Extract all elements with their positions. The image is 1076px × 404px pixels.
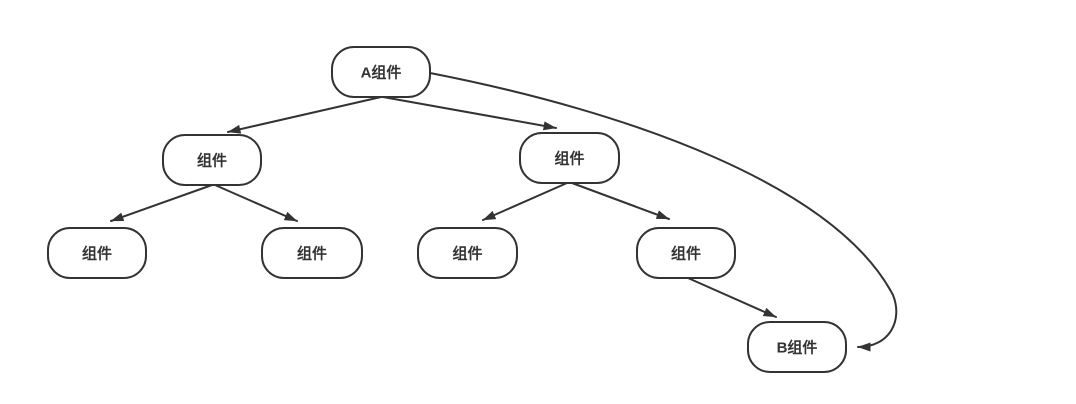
node-label: 组件 — [452, 245, 482, 263]
edge-right-to-child-1 — [482, 182, 568, 221]
edge-a-to-b-curve — [429, 72, 898, 352]
nodes-layer: A组件组件组件组件组件组件组件B组件 — [47, 46, 847, 373]
node-component-right-child-1[interactable]: 组件 — [417, 227, 518, 279]
node-box[interactable] — [261, 227, 363, 279]
node-box[interactable] — [747, 321, 847, 373]
node-box[interactable] — [636, 227, 736, 279]
node-label: 组件 — [297, 245, 327, 263]
node-component-right-child-2[interactable]: 组件 — [636, 227, 736, 279]
edge-left-to-child-2 — [214, 184, 298, 222]
edge-right-child-2-to-b — [687, 277, 777, 318]
node-label: 组件 — [82, 245, 112, 263]
node-label: 组件 — [197, 152, 227, 170]
node-box[interactable] — [519, 132, 620, 184]
node-box[interactable] — [417, 227, 518, 279]
node-component-left-child-1[interactable]: 组件 — [47, 227, 147, 279]
node-label: 组件 — [671, 245, 701, 263]
node-component-right[interactable]: 组件 — [519, 132, 620, 184]
node-box[interactable] — [47, 227, 147, 279]
node-component-left-child-2[interactable]: 组件 — [261, 227, 363, 279]
edge-a-to-left — [227, 96, 382, 134]
node-component-a[interactable]: A组件 — [331, 46, 431, 98]
node-label: 组件 — [554, 150, 584, 168]
node-component-b[interactable]: B组件 — [747, 321, 847, 373]
node-box[interactable] — [331, 46, 431, 98]
node-box[interactable] — [162, 134, 262, 186]
edge-left-to-child-1 — [110, 184, 213, 222]
node-label: A组件 — [361, 64, 402, 82]
edge-right-to-child-2 — [571, 182, 670, 220]
edge-a-to-right — [382, 96, 557, 131]
node-component-left[interactable]: 组件 — [162, 134, 262, 186]
node-label: B组件 — [777, 339, 818, 357]
edges-layer — [110, 72, 898, 352]
